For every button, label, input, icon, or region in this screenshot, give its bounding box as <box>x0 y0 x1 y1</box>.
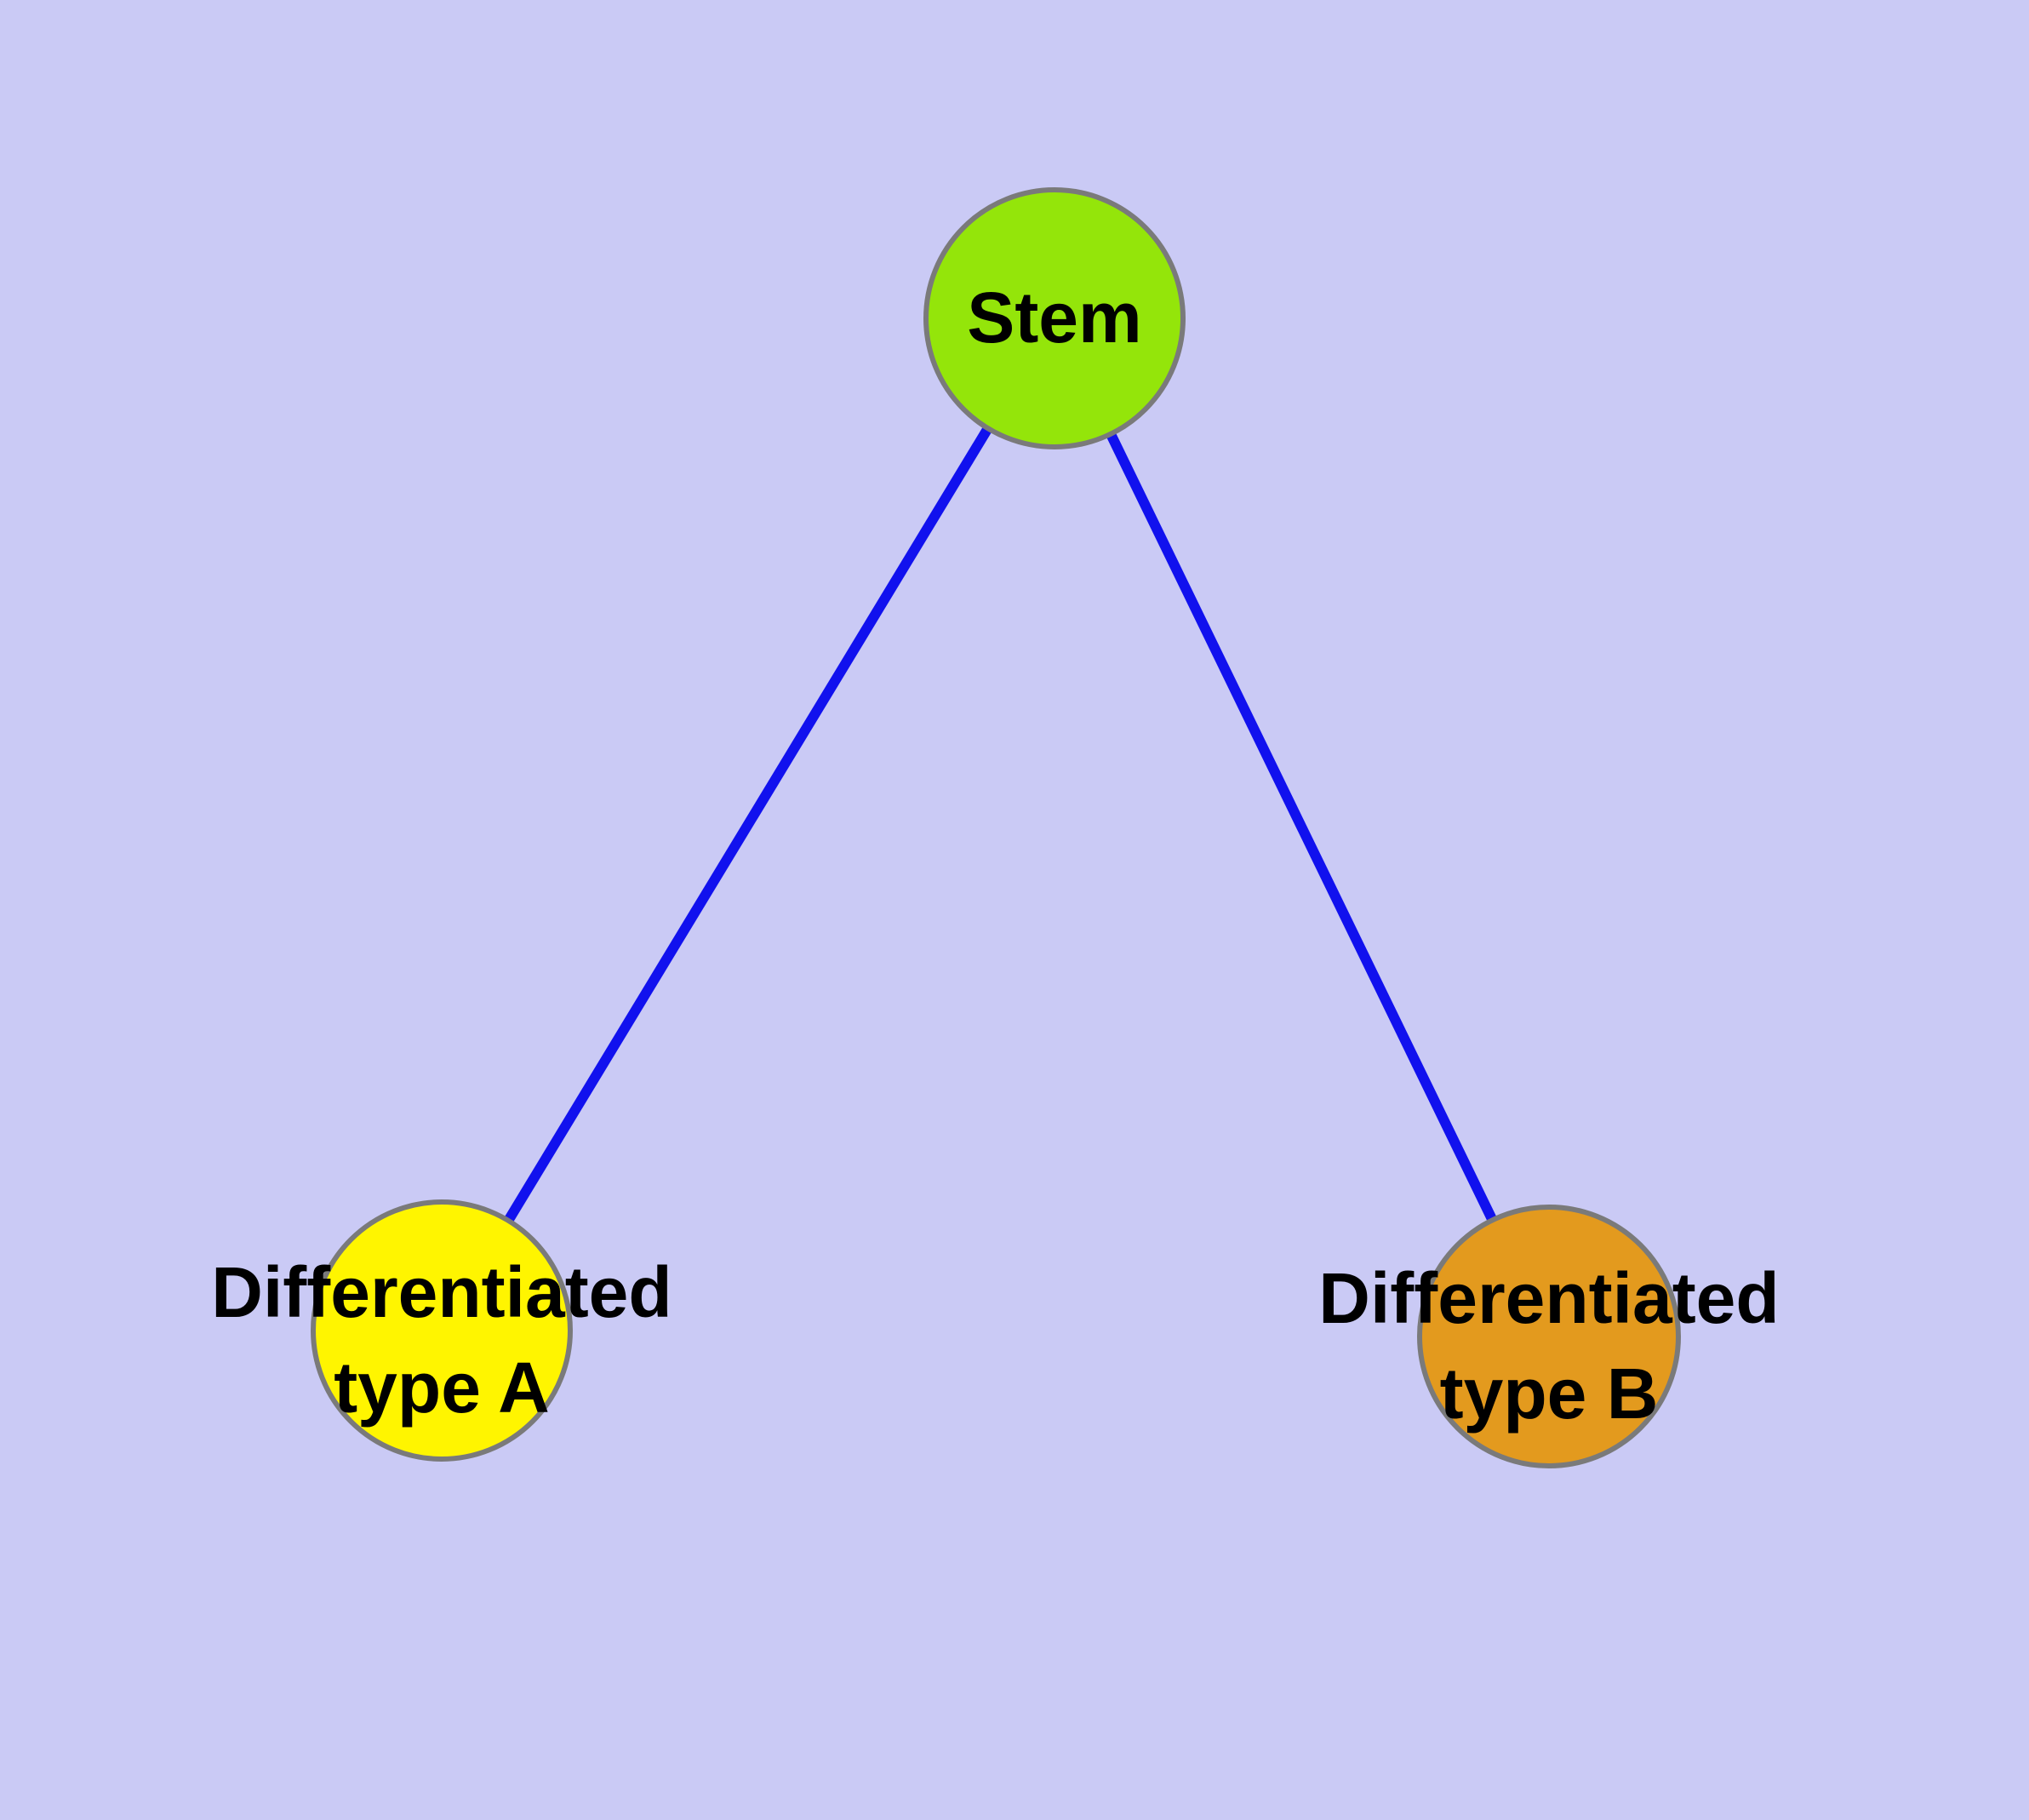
node-label-line: type A <box>334 1348 550 1428</box>
edge-stem-to-diff-b <box>1049 316 1554 1339</box>
node-label-line: Differentiated <box>1318 1258 1779 1338</box>
nodes-layer <box>311 187 1681 1468</box>
node-label-stem: Stem <box>967 278 1141 358</box>
node-label-line: type B <box>1440 1354 1659 1434</box>
edge-stem-to-diff-a <box>437 315 1060 1334</box>
node-stem <box>923 187 1186 449</box>
node-label-line: Differentiated <box>211 1252 672 1332</box>
node-diff-a <box>311 1199 573 1462</box>
node-label-diff-a: Differentiated type A <box>211 1252 672 1428</box>
node-label-line: Stem <box>967 278 1141 358</box>
node-diff-b <box>1417 1205 1681 1468</box>
edges-layer <box>437 315 1554 1339</box>
node-label-diff-b: Differentiated type B <box>1318 1258 1779 1434</box>
